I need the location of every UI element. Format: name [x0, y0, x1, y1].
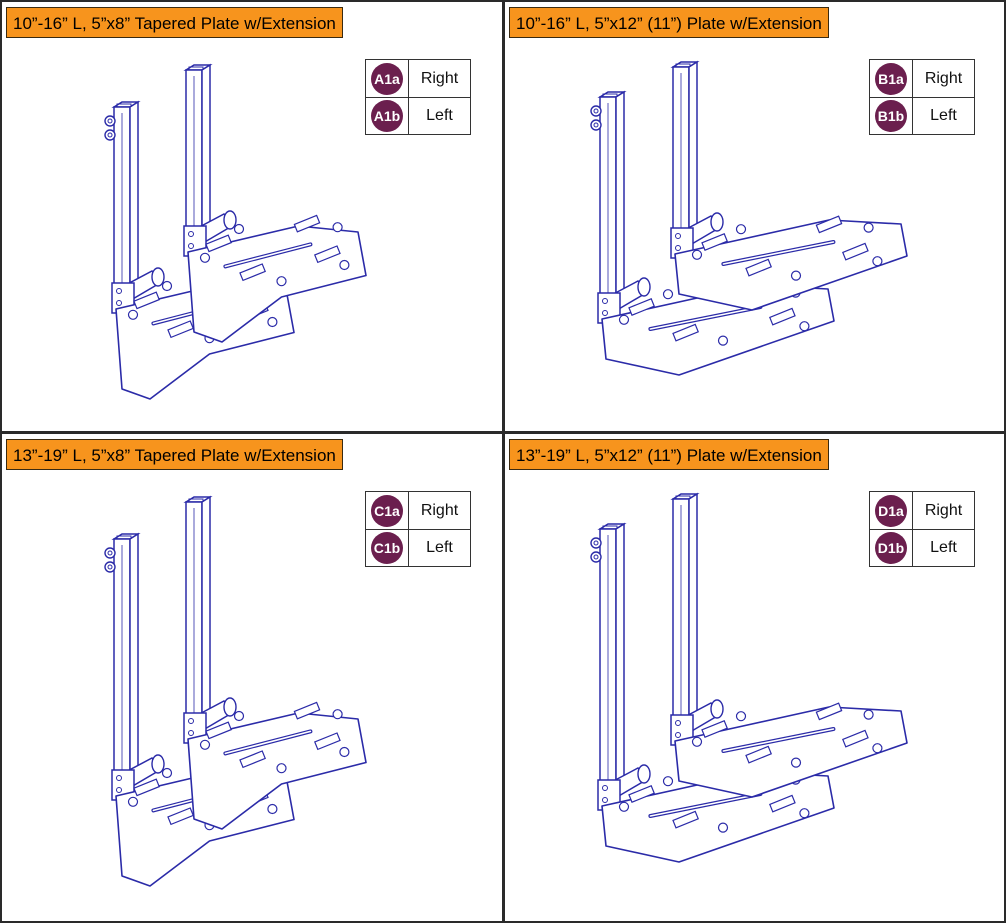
legend-row-right: C1a Right — [366, 492, 470, 529]
part-code-badge: B1a — [875, 62, 907, 95]
footrest-assembly — [184, 497, 366, 829]
legend-side-label: Left — [426, 539, 453, 556]
part-code-badge: A1a — [371, 62, 403, 95]
footrest-illustration-a — [2, 2, 502, 431]
panel-b: 10”-16” L, 5”x12” (11”) Plate w/Extensio… — [505, 2, 1004, 431]
part-legend: D1a Right D1b Left — [869, 491, 975, 567]
legend-side-label: Right — [924, 69, 963, 87]
footrest-assembly — [184, 65, 366, 342]
legend-row-right: D1a Right — [870, 492, 974, 529]
legend-side-label: Left — [930, 107, 957, 124]
part-code-badge: D1a — [875, 494, 907, 527]
panel-title: 13”-19” L, 5”x12” (11”) Plate w/Extensio… — [509, 439, 829, 470]
vertical-divider — [502, 2, 505, 921]
part-code-badge: B1b — [875, 100, 907, 132]
panel-c: 13”-19” L, 5”x8” Tapered Plate w/Extensi… — [2, 434, 502, 921]
panel-d: 13”-19” L, 5”x12” (11”) Plate w/Extensio… — [505, 434, 1004, 921]
part-legend: A1a Right A1b Left — [365, 59, 471, 135]
footrest-illustration-c — [2, 434, 502, 921]
part-code-badge: C1b — [371, 532, 403, 564]
legend-side-label: Right — [420, 69, 459, 87]
panel-title: 13”-19” L, 5”x8” Tapered Plate w/Extensi… — [6, 439, 343, 470]
panel-a: 10”-16” L, 5”x8” Tapered Plate w/Extensi… — [2, 2, 502, 431]
legend-side-label: Left — [426, 107, 453, 124]
legend-row-left: C1b Left — [366, 529, 470, 567]
footrest-illustration-b — [505, 2, 1004, 431]
panel-title: 10”-16” L, 5”x12” (11”) Plate w/Extensio… — [509, 7, 829, 38]
part-code-badge: C1a — [371, 494, 403, 527]
part-code-badge: D1b — [875, 532, 907, 564]
legend-row-left: D1b Left — [870, 529, 974, 567]
part-code-badge: A1b — [371, 100, 403, 132]
legend-side-label: Right — [420, 501, 459, 519]
legend-side-label: Right — [924, 501, 963, 519]
legend-row-left: B1b Left — [870, 97, 974, 135]
legend-row-right: B1a Right — [870, 60, 974, 97]
footrest-assembly — [591, 524, 834, 862]
horizontal-divider — [2, 431, 1004, 434]
panel-title: 10”-16” L, 5”x8” Tapered Plate w/Extensi… — [6, 7, 343, 38]
legend-side-label: Left — [930, 539, 957, 556]
legend-row-left: A1b Left — [366, 97, 470, 135]
footrest-assembly — [671, 494, 907, 797]
part-legend: B1a Right B1b Left — [869, 59, 975, 135]
part-legend: C1a Right C1b Left — [365, 491, 471, 567]
legend-row-right: A1a Right — [366, 60, 470, 97]
footrest-assembly — [671, 62, 907, 310]
footrest-illustration-d — [505, 434, 1004, 921]
